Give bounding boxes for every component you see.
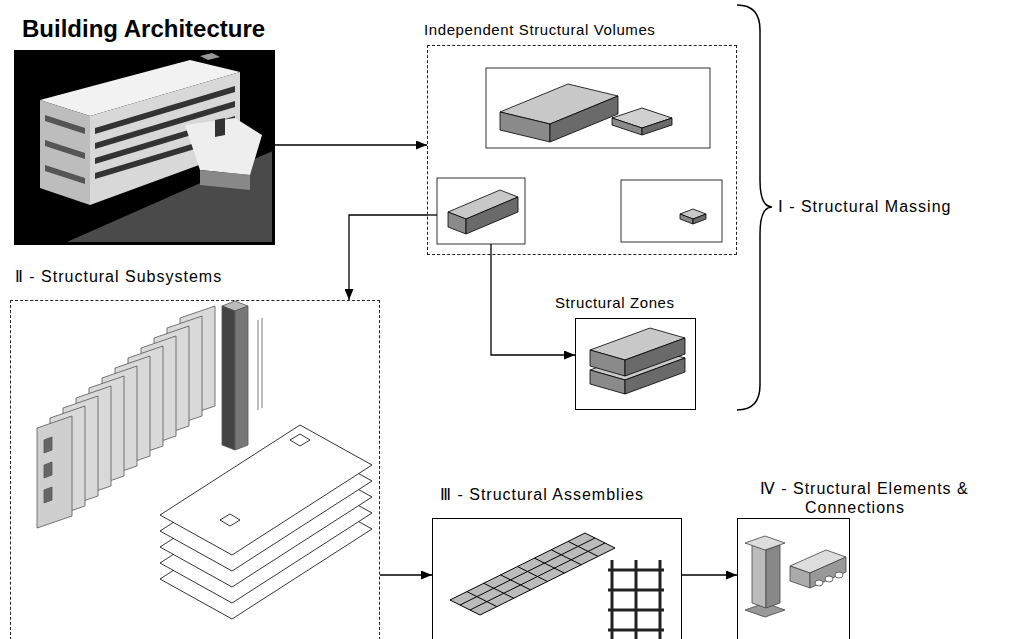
building-render [14, 50, 275, 245]
subsystems-sketch [160, 425, 372, 555]
assemblies-sketch [450, 533, 664, 639]
massing-brace [737, 5, 772, 410]
subsystems-sketch [44, 487, 52, 503]
box-frame [432, 518, 682, 639]
subsystems-sketch [220, 514, 240, 526]
elements-sketch [790, 566, 810, 588]
elements-sketch [825, 576, 833, 582]
subsystems-sketch [290, 434, 310, 446]
diagram-node: Ⅳ - Structural Elements & Connections [737, 479, 850, 639]
leader-line [427, 214, 437, 215]
volume-sketch [437, 68, 722, 244]
elements-sketch [752, 545, 766, 608]
building-render [215, 118, 225, 137]
elements-sketch [745, 536, 846, 617]
zones-sketch [590, 350, 625, 376]
node-heading: Ⅲ - Structural Assemblies [440, 485, 682, 504]
volume-sketch [437, 178, 525, 244]
volume-sketch [466, 197, 518, 234]
subsystems-sketch [235, 306, 248, 450]
subsystems-sketch [37, 416, 72, 528]
elements-sketch [835, 572, 843, 578]
volume-sketch [550, 96, 618, 142]
building-render [185, 118, 262, 175]
box-frame [14, 50, 275, 245]
volume-sketch [642, 118, 672, 135]
node-heading: Ⅳ - Structural Elements & Connections [760, 479, 995, 517]
building-render [200, 53, 220, 60]
zones-sketch [590, 328, 685, 394]
building-render [45, 140, 85, 159]
diagram-node: Ⅱ - Structural Subsystems [10, 267, 380, 639]
volume-sketch [621, 180, 722, 242]
building-render [45, 165, 85, 184]
elements-sketch [766, 545, 780, 608]
box-frame [737, 518, 850, 639]
box-frame [427, 45, 737, 255]
diagram-node: Structural Zones [575, 294, 696, 410]
volume-sketch [448, 212, 466, 234]
volume-sketch [486, 68, 710, 148]
node-heading: Independent Structural Volumes [424, 21, 737, 39]
zones-sketch [625, 338, 685, 376]
flow-arrow [380, 574, 432, 575]
box-frame [10, 300, 380, 639]
building-render [14, 50, 275, 245]
flow-arrow [682, 574, 737, 575]
diagram-node: Independent Structural Volumes [427, 21, 737, 255]
subsystems-sketch [222, 306, 235, 450]
assemblies-sketch [460, 538, 605, 610]
building-render [40, 100, 90, 205]
elements-sketch [810, 557, 846, 588]
building-render [200, 170, 250, 190]
diagram-node: Ⅲ - Structural Assemblies [432, 485, 682, 639]
subsystems-sketch [160, 425, 372, 619]
massing-brace [737, 5, 772, 410]
flow-arrow [275, 144, 427, 145]
leader-line [427, 215, 491, 255]
building-render [45, 115, 85, 134]
elements-sketch [815, 580, 823, 586]
subsystems-sketch [37, 301, 372, 619]
assemblies-sketch [450, 533, 615, 615]
volume-sketch [500, 112, 550, 142]
elements-sketch [745, 536, 785, 550]
node-heading: Ⅱ - Structural Subsystems [15, 267, 380, 286]
subsystems-sketch [44, 462, 52, 478]
volume-sketch [693, 214, 706, 224]
box-frame [575, 318, 696, 410]
leader-line [490, 244, 491, 255]
subsystems-sketch [262, 318, 263, 408]
subsystems-sketch [258, 320, 259, 410]
flow-arrow [349, 215, 427, 300]
volume-sketch [680, 214, 693, 224]
diagram-node: Building Architecture [14, 15, 275, 245]
node-heading: Structural Zones [555, 294, 696, 312]
volume-sketch [612, 118, 642, 135]
level-label: Ⅰ - Structural Massing [778, 197, 951, 216]
subsystems-sketch [44, 437, 52, 453]
node-heading: Building Architecture [22, 15, 275, 44]
assemblies-sketch [608, 560, 664, 639]
